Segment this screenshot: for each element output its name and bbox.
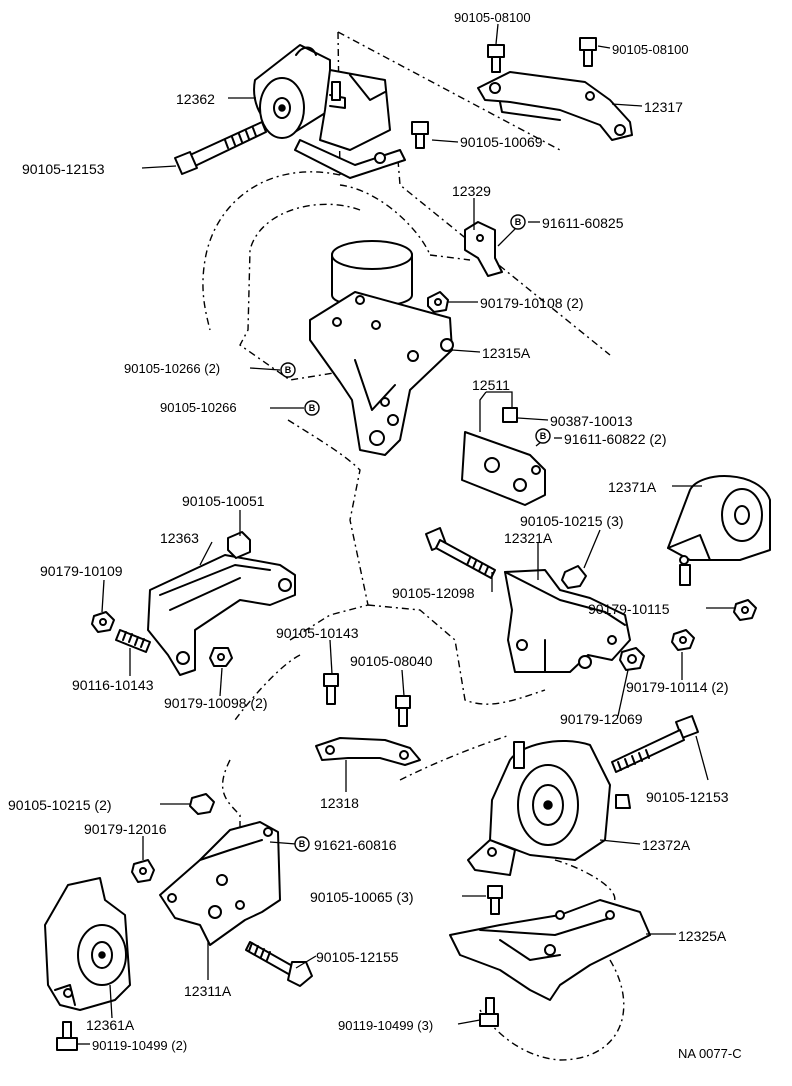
svg-text:B: B <box>309 403 316 413</box>
label-90179-12016: 90179-12016 <box>84 821 167 837</box>
bolt-90119-10499-3 <box>479 997 499 1027</box>
nut-90179-10098 <box>209 647 233 667</box>
label-12362: 12362 <box>176 91 215 107</box>
label-90105-08040: 90105-08040 <box>350 653 433 669</box>
label-90105-12153-top: 90105-12153 <box>22 161 105 177</box>
part-12311a-bracket <box>159 821 281 946</box>
label-90105-12098: 90105-12098 <box>392 585 475 601</box>
label-12511: 12511 <box>472 377 510 393</box>
label-90105-10143: 90105-10143 <box>276 625 359 641</box>
bolt-90105-08100-left <box>487 44 505 73</box>
part-12315a-bracket <box>309 240 454 456</box>
bolt-90105-12153-top <box>174 121 267 175</box>
b-marker-91611-60822: B <box>535 428 551 444</box>
nut-90179-10108 <box>427 291 449 313</box>
label-12372a: 12372A <box>642 837 691 853</box>
part-12362-mount <box>253 44 406 179</box>
part-12318-plate <box>315 737 421 766</box>
label-90105-10266-2: 90105-10266 (2) <box>124 361 220 376</box>
svg-text:B: B <box>515 217 522 227</box>
stud-12362 <box>331 81 341 101</box>
svg-text:B: B <box>540 431 547 441</box>
bolt-90105-08040 <box>395 695 411 727</box>
part-12363-mount <box>147 531 296 676</box>
bolt-90119-10499-2 <box>56 1021 78 1051</box>
part-labels: 90105-08100 90105-08100 12362 12317 9010… <box>8 10 742 1061</box>
b-marker-91611-60825: B <box>510 214 526 230</box>
label-90179-10115: 90179-10115 <box>588 601 670 617</box>
label-90119-10499-2: 90119-10499 (2) <box>92 1038 187 1053</box>
label-12318: 12318 <box>320 795 359 811</box>
label-12361a: 12361A <box>86 1017 135 1033</box>
label-12363: 12363 <box>160 530 199 546</box>
leader-lines <box>78 23 736 1045</box>
nut-90179-10109 <box>91 611 115 633</box>
stud-90116-10143 <box>115 629 151 653</box>
label-90179-10108: 90179-10108 (2) <box>480 295 584 311</box>
part-12329-bracket <box>464 221 503 277</box>
label-90105-08100-a: 90105-08100 <box>454 10 531 25</box>
label-12329: 12329 <box>452 183 491 199</box>
engine-outline <box>202 31 625 1061</box>
label-12325a: 12325A <box>678 928 727 944</box>
label-12321a: 12321A <box>504 530 553 546</box>
bolt-90105-12098 <box>425 527 496 579</box>
part-12371a-mount <box>667 475 771 586</box>
bolt-90105-12155 <box>245 941 313 987</box>
nut-90179-12016 <box>131 859 155 883</box>
label-90105-10215-2: 90105-10215 (2) <box>8 797 112 813</box>
bolt-90105-10069 <box>411 121 429 149</box>
label-90179-10098: 90179-10098 (2) <box>164 695 268 711</box>
nut-90179-10114 <box>671 629 695 651</box>
part-12361a-mount <box>44 877 131 1011</box>
label-90105-10069: 90105-10069 <box>460 134 543 150</box>
label-90179-12069: 90179-12069 <box>560 711 643 727</box>
label-90105-12153-right: 90105-12153 <box>646 789 729 805</box>
part-12321a-bracket <box>504 569 631 673</box>
bolt-90105-10215-2 <box>189 793 215 815</box>
label-12371a: 12371A <box>608 479 657 495</box>
label-90105-10065: 90105-10065 (3) <box>310 889 414 905</box>
bolt-90105-10065 <box>487 885 503 915</box>
label-90179-10114: 90179-10114 (2) <box>626 679 728 695</box>
label-12317: 12317 <box>644 99 683 115</box>
nut-90179-10115 <box>733 599 757 621</box>
b-marker-90105-10266-2: B <box>280 362 296 378</box>
label-90105-08100-b: 90105-08100 <box>612 42 689 57</box>
svg-text:B: B <box>299 839 306 849</box>
label-90387-10013: 90387-10013 <box>550 413 633 429</box>
label-90105-12155: 90105-12155 <box>316 949 399 965</box>
part-12372a-mount <box>467 739 631 876</box>
part-12317-bracket <box>477 71 633 141</box>
label-90119-10499-3: 90119-10499 (3) <box>338 1018 433 1033</box>
label-91621-60816: 91621-60816 <box>314 837 397 853</box>
bolt-90105-12153-right <box>611 715 699 773</box>
part-12511-stopper <box>461 407 546 506</box>
bolt-90105-10215-3 <box>561 565 587 589</box>
bolt-90105-08100-right <box>579 37 597 67</box>
b-marker-91621-60816: B <box>294 836 310 852</box>
label-91611-60825: 91611-60825 <box>542 215 624 231</box>
label-90105-10266: 90105-10266 <box>160 400 237 415</box>
svg-text:B: B <box>285 365 292 375</box>
reference-code: NA 0077-C <box>678 1046 742 1061</box>
nut-90179-12069 <box>619 647 645 671</box>
label-90105-10215-3: 90105-10215 (3) <box>520 513 624 529</box>
part-12325a-bracket <box>449 899 651 1001</box>
label-90179-10109: 90179-10109 <box>40 563 123 579</box>
b-marker-90105-10266: B <box>304 400 320 416</box>
label-91611-60822: 91611-60822 (2) <box>564 431 666 447</box>
b-markers: B B B B B <box>280 214 551 852</box>
bolt-90105-10143 <box>323 673 339 705</box>
label-12311a: 12311A <box>184 983 232 999</box>
label-90105-10051: 90105-10051 <box>182 493 265 509</box>
label-90116-10143: 90116-10143 <box>72 677 154 693</box>
label-12315a: 12315A <box>482 345 531 361</box>
